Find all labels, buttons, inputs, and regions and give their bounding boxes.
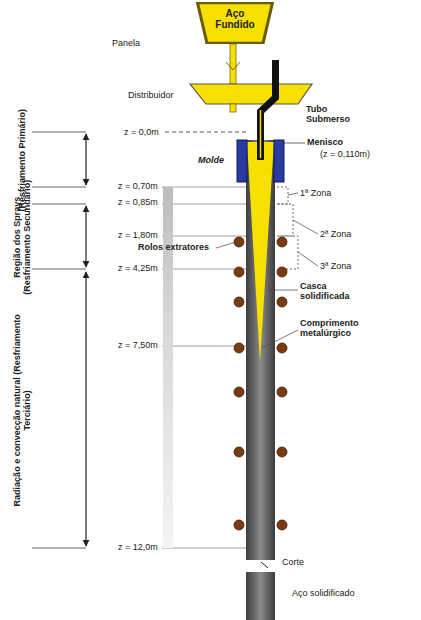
part-name: Rolos extratores bbox=[138, 242, 216, 252]
part-name: Comprimento metalúrgico bbox=[300, 318, 364, 339]
zone-name: 2ª Zona bbox=[320, 229, 351, 239]
region-name: Região dos Sprays (Resfriamento Secundár… bbox=[12, 173, 33, 301]
ladle-content: Aço Fundido bbox=[210, 8, 260, 30]
dimension: z = 1,80m bbox=[118, 230, 158, 240]
part-name: Corte bbox=[282, 557, 304, 567]
dimension: z = 12,0m bbox=[118, 542, 158, 552]
zone-name: 1ª Zona bbox=[300, 188, 331, 198]
dimension: z = 7,50m bbox=[118, 340, 158, 350]
dimension: z = 0,0m bbox=[124, 127, 159, 137]
zone-name: 3ª Zona bbox=[320, 261, 351, 271]
dimension: z = 4,25m bbox=[118, 263, 158, 273]
dimension: (z = 0,110m) bbox=[320, 149, 370, 159]
dimension: z = 0,85m bbox=[118, 197, 158, 207]
dimension: z = 0,70m bbox=[118, 181, 158, 191]
part-name: Casca solidificada bbox=[300, 281, 364, 302]
region-name: Radiação e convecção natural (Resfriamen… bbox=[12, 310, 33, 510]
ladle-vessel: Aço Fundido bbox=[196, 2, 274, 44]
part-name: Aço solidificado bbox=[292, 588, 356, 598]
part-name: Tubo Submerso bbox=[306, 104, 366, 125]
part-name: Distribuidor bbox=[128, 90, 174, 100]
part-name: Panela bbox=[112, 38, 140, 48]
part-name: Molde bbox=[198, 155, 224, 165]
part-name: Menisco bbox=[307, 137, 343, 147]
